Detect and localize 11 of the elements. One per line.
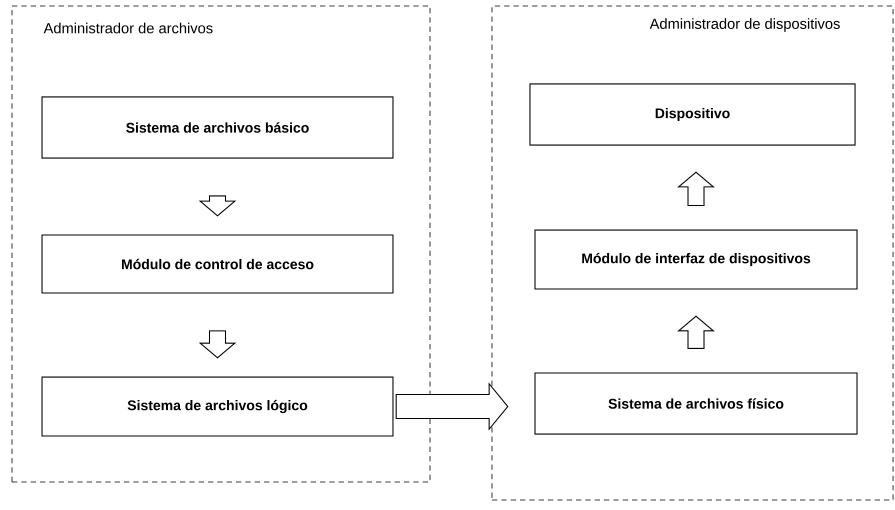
block-arrow: [198, 195, 236, 216]
process-box: Módulo de control de acceso: [42, 234, 394, 294]
process-box: Dispositivo: [529, 83, 856, 146]
process-box: Sistema de archivos físico: [534, 372, 858, 435]
block-arrow: [677, 172, 715, 206]
process-box: Sistema de archivos lógico: [42, 376, 394, 436]
block-arrow: [677, 315, 715, 349]
process-box: Módulo de interfaz de dispositivos: [534, 230, 858, 290]
process-box: Sistema de archivos básico: [42, 96, 394, 159]
block-arrow: [396, 382, 508, 431]
block-arrow: [198, 330, 236, 359]
